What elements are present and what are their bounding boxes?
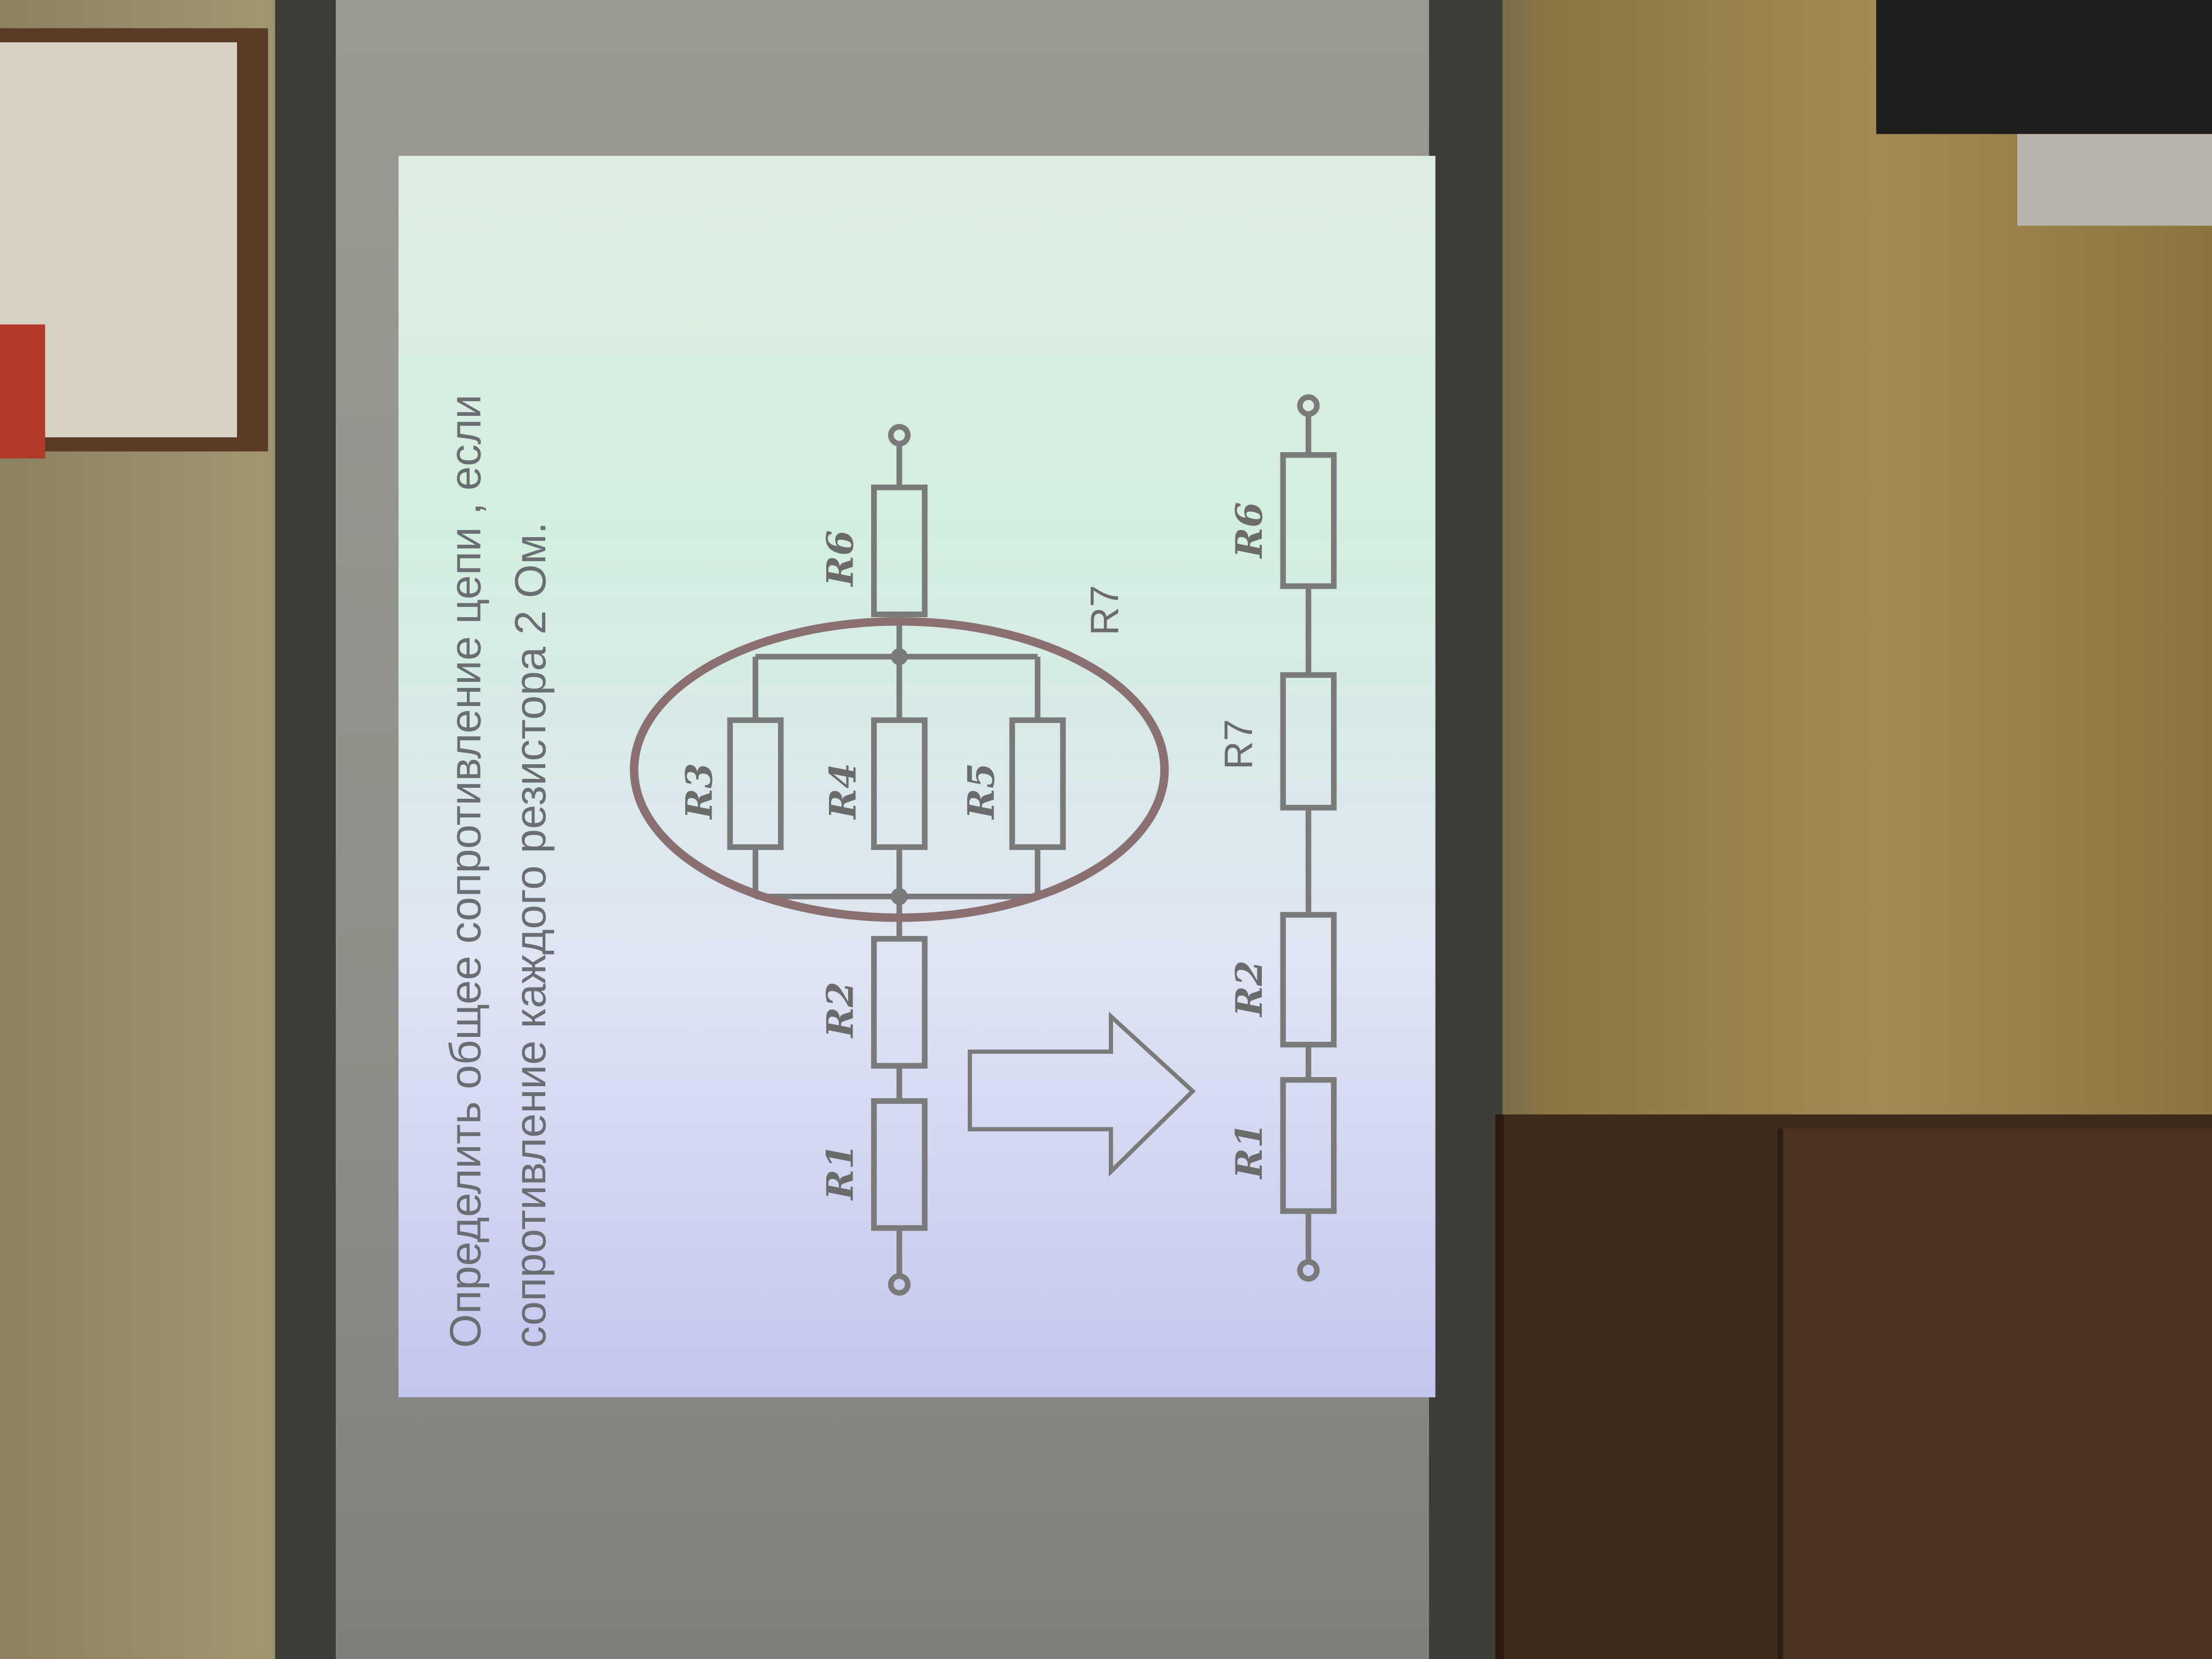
label-r7-group: R7 (1083, 585, 1127, 635)
label-r4: R4 (821, 763, 865, 820)
label-r6-bottom: R6 (1227, 502, 1271, 559)
projected-slide: Определить общее сопротивление цепи , ес… (398, 156, 1436, 1397)
label-r1-bottom: R1 (1227, 1122, 1271, 1180)
circuit-diagram: R1 R2 R3 R4 R5 R6 R7 R1 R2 R7 R6 (630, 394, 1337, 1296)
resistor-r4 (871, 717, 928, 850)
label-r2: R2 (818, 981, 861, 1039)
label-r3: R3 (677, 763, 720, 820)
resistor-r2 (871, 936, 928, 1069)
label-r1: R1 (818, 1144, 861, 1201)
parallel-group-ellipse (630, 617, 1169, 922)
flag-emblem (0, 324, 46, 459)
arrow-down-icon (967, 1011, 1196, 1177)
wall-poster (0, 28, 268, 459)
label-r5: R5 (960, 763, 1003, 820)
terminal-right (888, 424, 911, 447)
node-dot (890, 888, 908, 905)
label-r6: R6 (818, 530, 861, 587)
node-dot (890, 648, 908, 665)
label-r2-bottom: R2 (1227, 961, 1271, 1018)
printer (1876, 0, 2212, 134)
cabinet-door (1777, 1128, 2212, 1659)
terminal-left (888, 1273, 911, 1296)
label-r7-bottom: R7 (1217, 719, 1261, 770)
resistor-r3 (727, 717, 784, 850)
resistor-r5 (1009, 717, 1066, 850)
resistor-r6 (871, 484, 928, 617)
resistor-r1 (871, 1098, 928, 1231)
